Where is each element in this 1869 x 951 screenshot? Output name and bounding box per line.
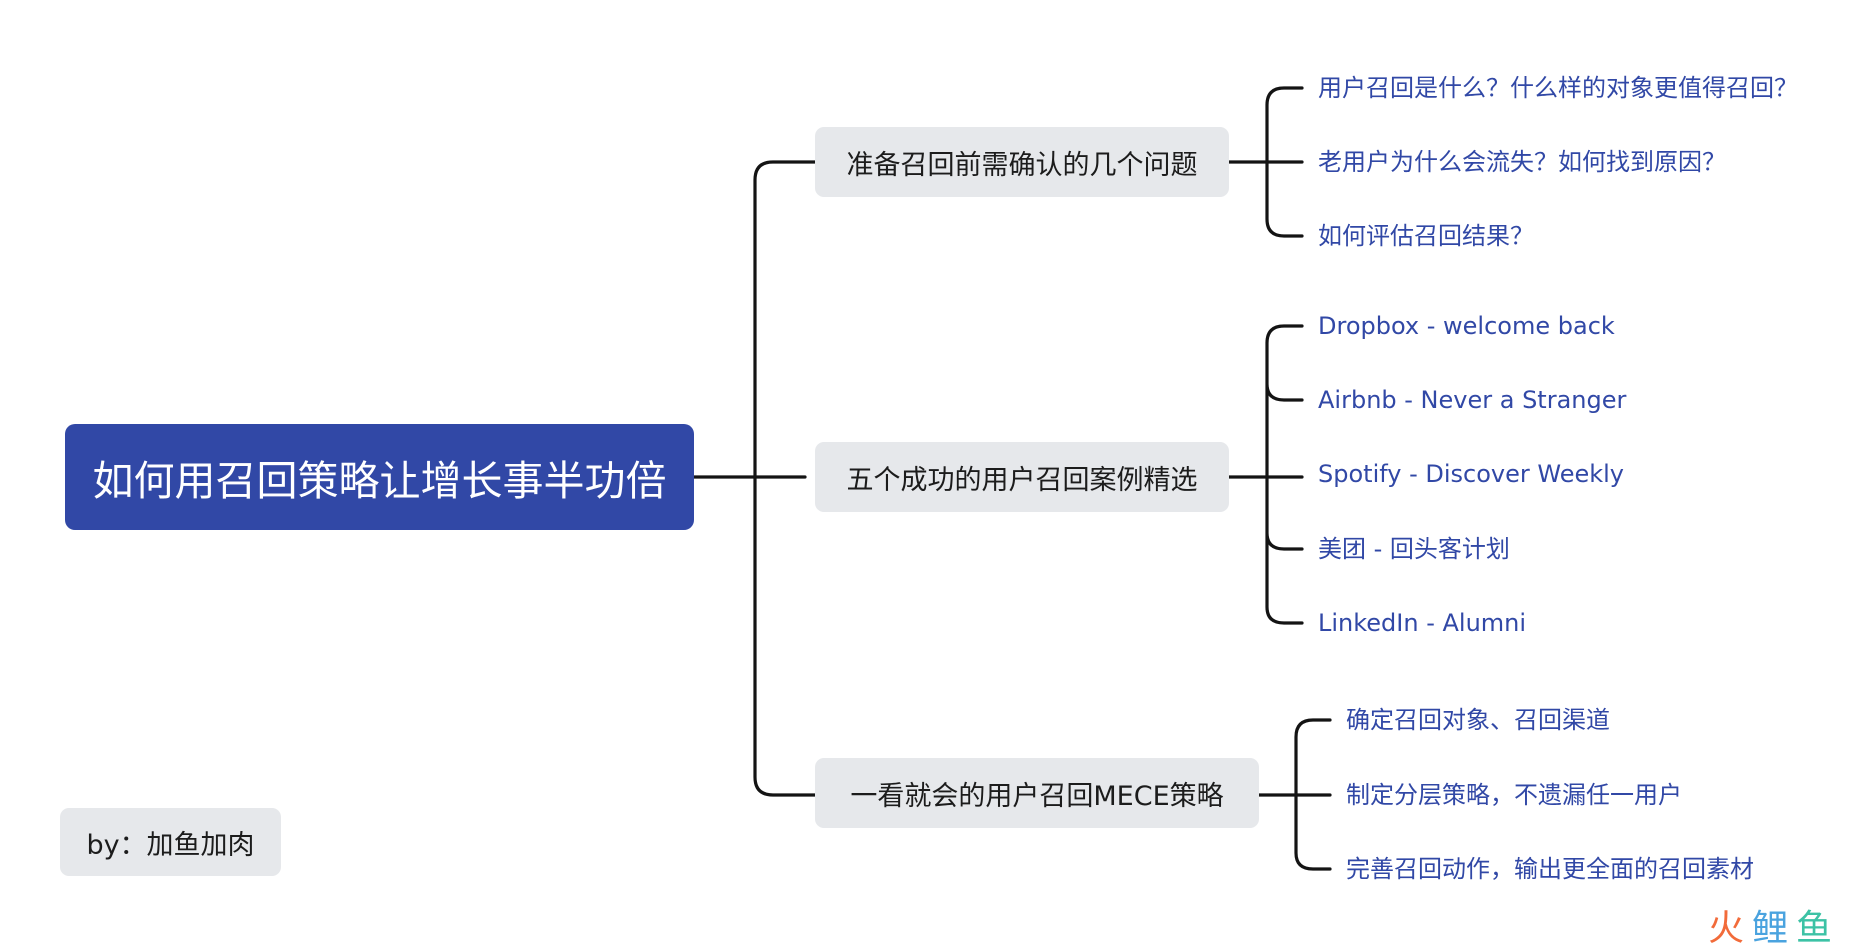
connector-branch3-leaves: [1257, 718, 1332, 871]
watermark-char: 鲤: [1752, 908, 1789, 949]
watermark-logo: 火 鲤 鱼: [1708, 902, 1833, 949]
connector-root-to-branches: [692, 160, 817, 797]
root-topic-label: 如何用召回策略让增长事半功倍: [92, 457, 667, 505]
leaf-topic: 完善召回动作，输出更全面的召回素材: [1346, 855, 1754, 883]
branch-topic-preparation: 准备召回前需确认的几个问题: [815, 127, 1229, 197]
branch-topic-mece-strategy: 一看就会的用户召回MECE策略: [815, 758, 1259, 828]
leaf-topic: Spotify - Discover Weekly: [1318, 460, 1624, 488]
author-credit: by：加鱼加肉: [60, 808, 281, 876]
leaf-topic: 用户召回是什么？什么样的对象更值得召回？: [1318, 74, 1798, 102]
leaf-topic: LinkedIn - Alumni: [1318, 609, 1527, 637]
leaf-topic: 确定召回对象、召回渠道: [1346, 706, 1610, 734]
leaf-topic: 美团 - 回头客计划: [1318, 535, 1510, 563]
branch-topic-label: 准备召回前需确认的几个问题: [846, 149, 1198, 181]
watermark-char: 鱼: [1796, 908, 1833, 949]
root-topic: 如何用召回策略让增长事半功倍: [65, 424, 694, 530]
branch-topic-label: 五个成功的用户召回案例精选: [846, 464, 1198, 496]
connector-branch1-leaves: [1227, 86, 1304, 238]
leaf-topic: 制定分层策略，不遗漏任一用户: [1346, 781, 1682, 809]
leaf-topic: Dropbox - welcome back: [1318, 312, 1615, 340]
leaf-topic: 如何评估召回结果？: [1318, 222, 1534, 250]
branch-topic-label: 一看就会的用户召回MECE策略: [850, 780, 1224, 812]
branch-topic-case-studies: 五个成功的用户召回案例精选: [815, 442, 1229, 512]
connector-branch2-leaves: [1227, 324, 1304, 625]
leaf-topic: Airbnb - Never a Stranger: [1318, 386, 1627, 414]
watermark-char: 火: [1708, 908, 1745, 949]
leaf-topic: 老用户为什么会流失？如何找到原因？: [1318, 148, 1726, 176]
author-credit-label: by：加鱼加肉: [86, 829, 255, 861]
